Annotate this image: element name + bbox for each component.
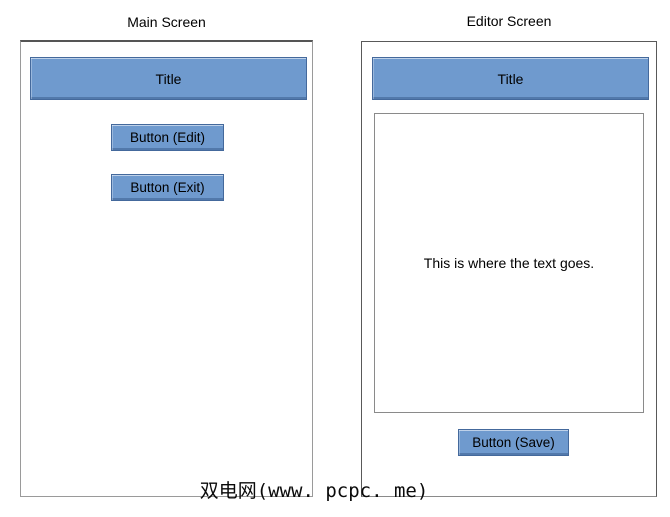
main-screen-panel: Title Button (Edit) Button (Exit): [20, 40, 313, 497]
save-button[interactable]: Button (Save): [458, 429, 569, 456]
edit-button[interactable]: Button (Edit): [111, 124, 224, 151]
editor-text-area: This is where the text goes.: [374, 113, 644, 413]
editor-screen-label: Editor Screen: [466, 13, 552, 29]
watermark-text: 双电网(www. pcpc. me): [199, 480, 429, 502]
editor-title-bar: Title: [372, 57, 649, 100]
editor-screen-panel: Title This is where the text goes. Butto…: [361, 41, 657, 497]
exit-button[interactable]: Button (Exit): [111, 174, 224, 201]
main-title-bar: Title: [30, 57, 307, 100]
main-screen-label: Main Screen: [127, 14, 206, 30]
